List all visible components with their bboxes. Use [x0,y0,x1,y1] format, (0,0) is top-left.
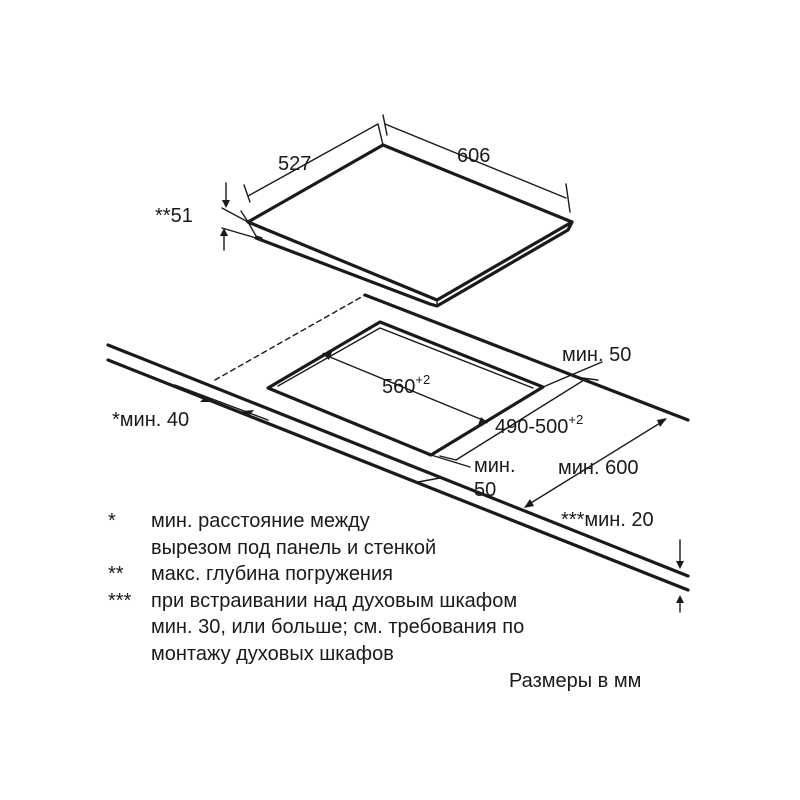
cutout-depth-label: 490-500+2 [495,412,583,438]
cutout-width-dimension: 560+2 [322,352,488,425]
hob-width-dimension: 606 [382,114,571,213]
hob-bottom-edge [254,220,574,308]
immersion-depth-label: **51 [155,205,193,227]
hob [246,143,574,308]
footnote-line: макс. глубина погружения [151,563,393,585]
hob-width-line [384,123,567,199]
hob-width-label: 606 [457,145,490,167]
footnote-line: при встраивании над духовым шкафом [151,589,518,612]
min-front-dimension: мин. 50 [417,454,516,501]
footnote-line: вырезом под панель и стенкой [151,536,437,559]
min-worktop-thickness-label: ***мин. 20 [561,509,654,531]
footnote-mark: *** [108,589,132,612]
min-rear-dimension: мин. 50 [542,344,631,388]
cutout-depth-dimension: 490-500+2 [439,379,585,461]
min-rear-label: мин. 50 [562,344,631,366]
cutout-inner-edge [277,327,534,389]
worktop-front-edge [106,343,690,578]
footnote-3: *** при встраивании над духовым шкафом м… [108,588,708,668]
footnote-1: * мин. расстояние между вырезом под пане… [108,508,708,561]
footnote-2: ** макс. глубина погружения [108,561,708,588]
hob-depth-line [247,123,379,197]
hidden-edge [214,294,366,381]
cutout-depth-line [455,379,585,461]
cutout-width-line [324,354,486,422]
min-front-label-1: мин. [474,455,516,477]
worktop-depth-line [525,419,666,507]
worktop-back-edge [363,293,690,422]
units-note: Размеры в мм [509,670,642,692]
min-worktop-depth-label: мин. 600 [558,457,638,479]
footnote-line: мин. расстояние между [151,510,370,532]
footnotes: * мин. расстояние между вырезом под пане… [108,508,708,667]
cutout-width-label: 560+2 [382,372,430,398]
footnote-line: мин. 30, или больше; см. требования по [151,616,525,638]
min-front-label-2: 50 [474,479,496,501]
min-side-dimension: *мин. 40 [112,384,269,431]
immersion-depth-dimension: **51 [155,182,257,251]
hob-depth-dimension: 527 [240,123,384,223]
hob-depth-label: 527 [278,153,311,175]
min-worktop-depth-dimension: мин. 600 [524,418,667,508]
min-worktop-thickness-dimension: ***мин. 20 [561,509,684,613]
min-side-label: *мин. 40 [112,409,189,431]
footnote-line: монтажу духовых шкафов [151,642,394,665]
footnote-mark: * [108,510,116,532]
hob-left-edge [247,221,263,239]
footnote-mark: ** [108,563,124,585]
